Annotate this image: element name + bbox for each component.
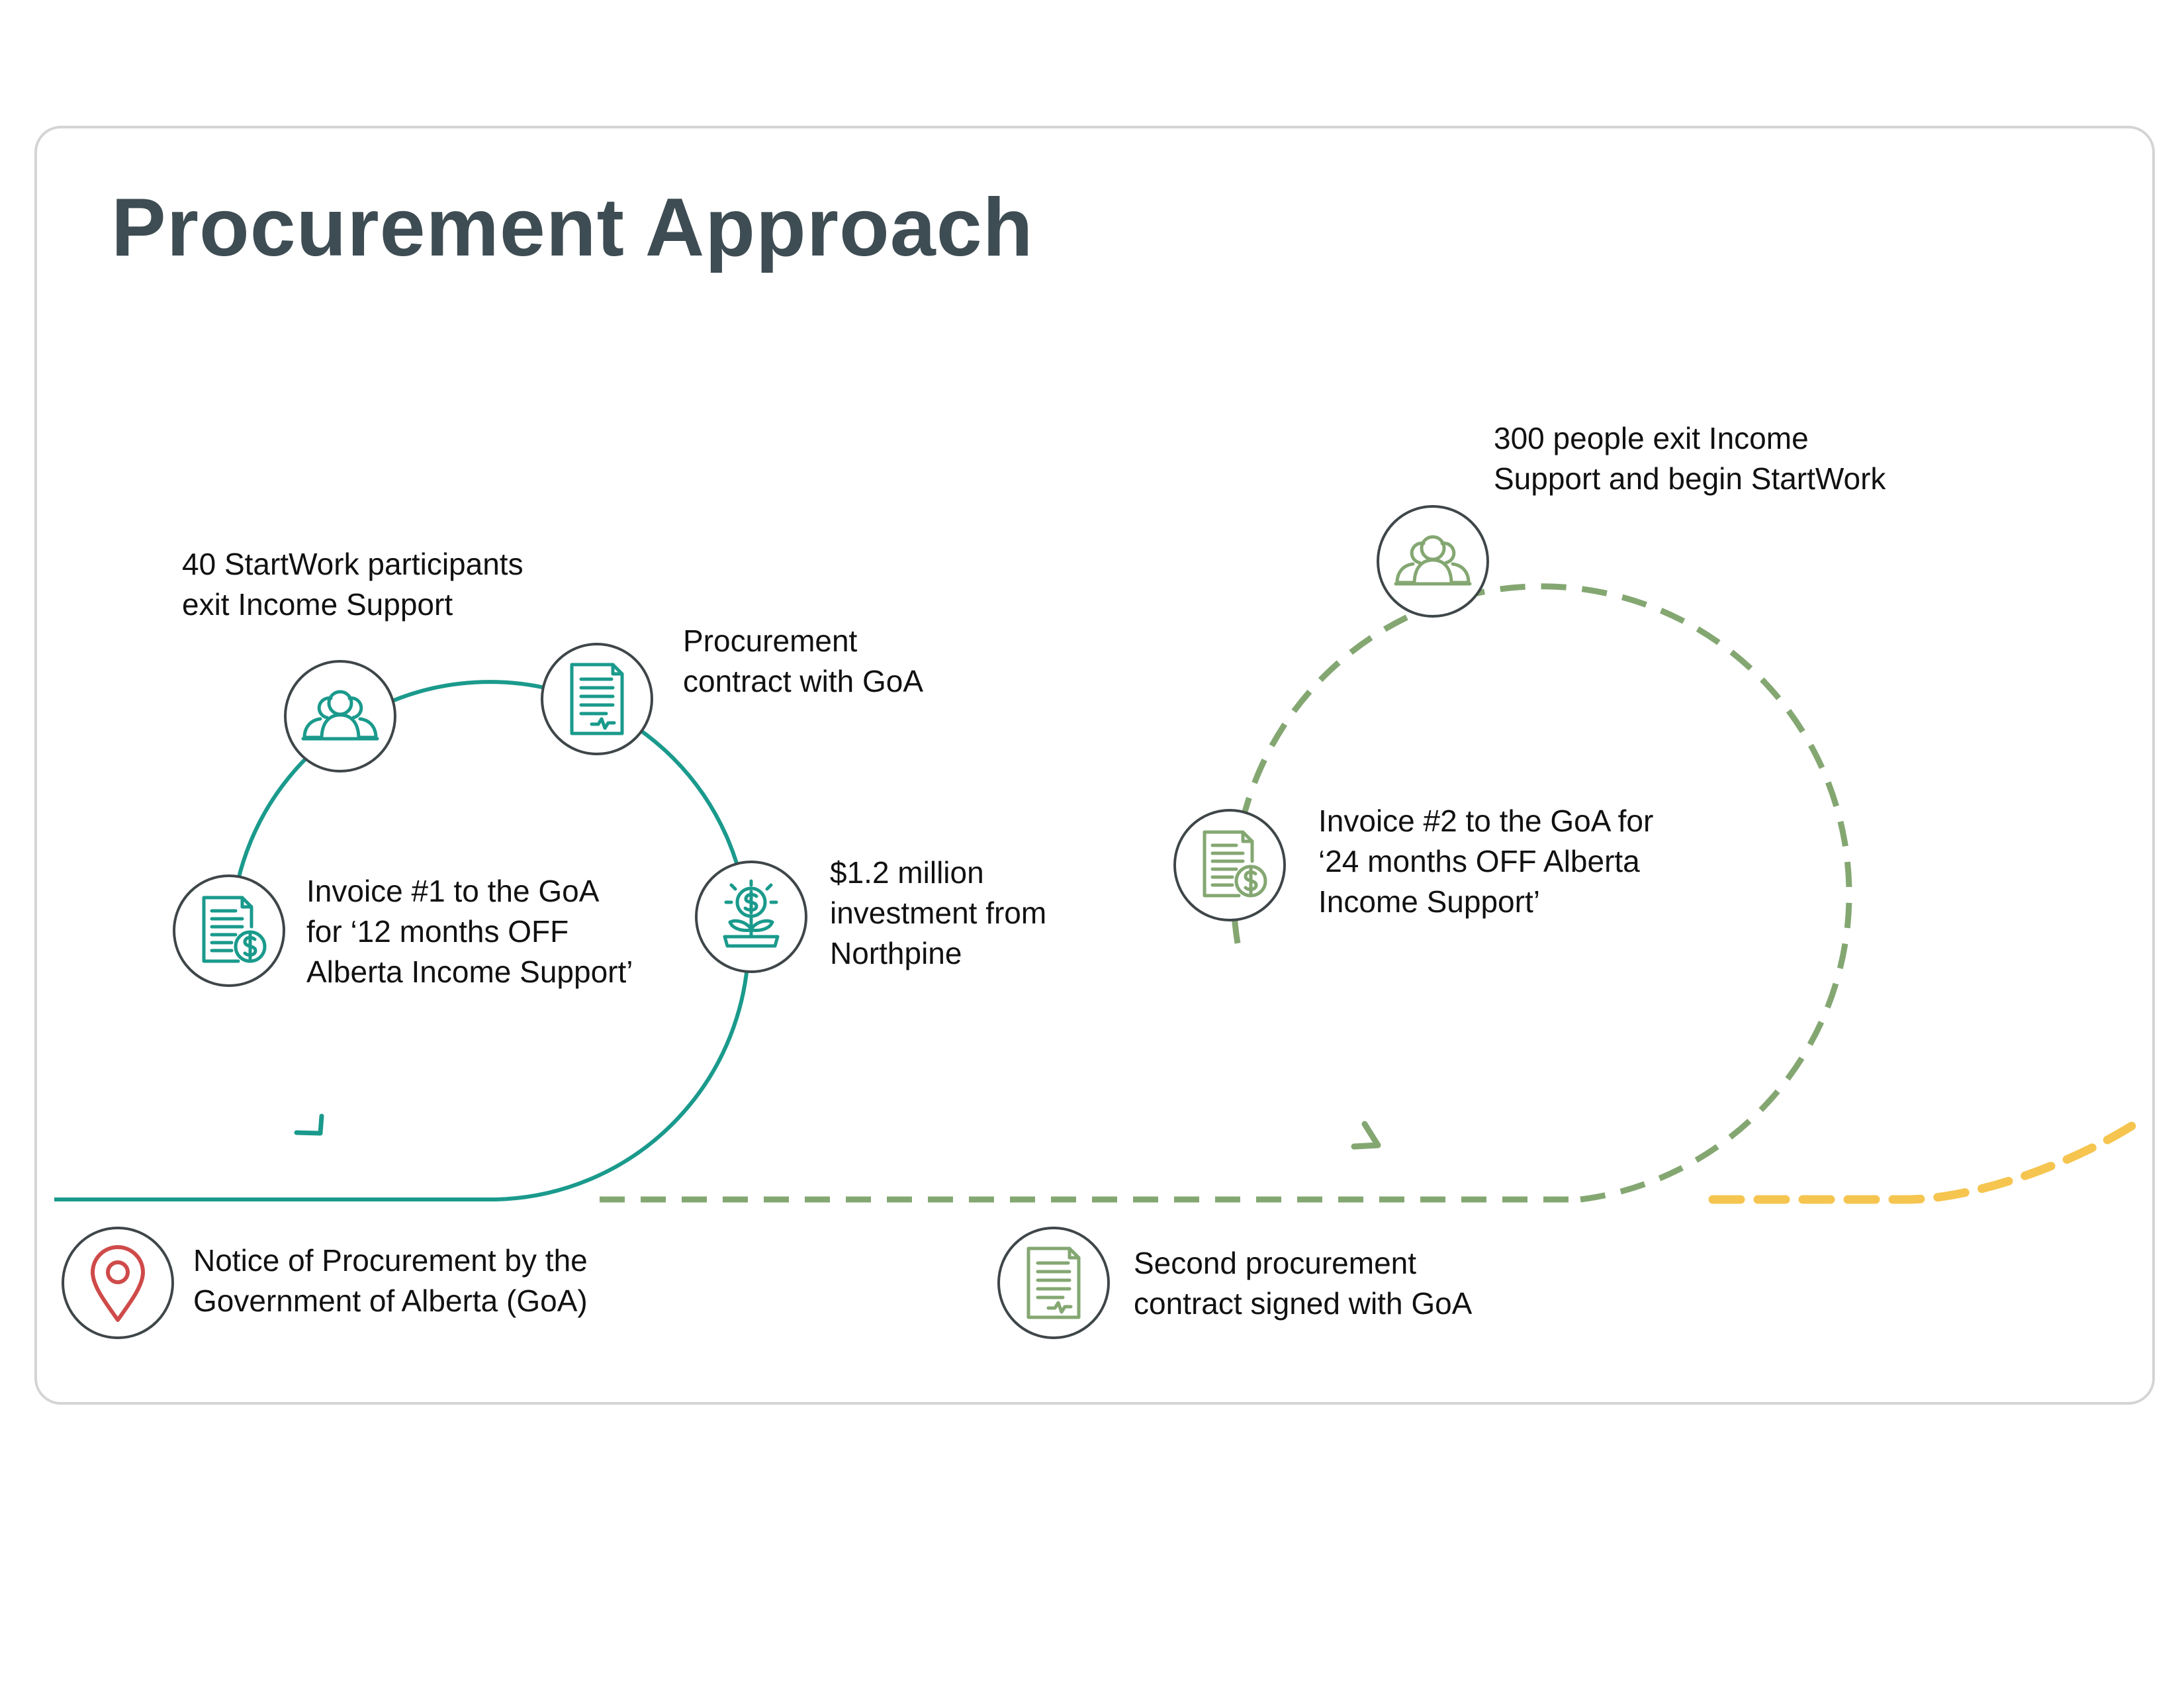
label-line: Support and begin StartWork bbox=[1494, 461, 1886, 496]
invoice-2-node bbox=[1173, 809, 1286, 921]
second-loop-arrowhead bbox=[1351, 1121, 1381, 1150]
label-line: Invoice #2 to the GoA for bbox=[1318, 804, 1654, 838]
label-line: exit Income Support bbox=[182, 587, 453, 622]
page-title: Procurement Approach bbox=[111, 182, 1034, 273]
invoice-2-label: Invoice #2 to the GoA for ‘24 months OFF… bbox=[1318, 801, 1653, 922]
label-line: 300 people exit Income bbox=[1494, 421, 1809, 455]
label-line: Income Support’ bbox=[1318, 884, 1540, 919]
investment-node bbox=[695, 861, 807, 973]
participants-exit-label: 40 StartWork participants exit Income Su… bbox=[182, 544, 523, 625]
first-loop-arrowhead bbox=[294, 1113, 324, 1136]
diagram-card bbox=[34, 126, 2155, 1405]
first-contract-loop bbox=[228, 680, 751, 1201]
notice-label: Notice of Procurement by the Government … bbox=[193, 1241, 588, 1321]
people-exit-300-label: 300 people exit Income Support and begin… bbox=[1494, 418, 1886, 499]
invoice-1-label: Invoice #1 to the GoA for ‘12 months OFF… bbox=[306, 871, 633, 992]
label-line: Government of Alberta (GoA) bbox=[193, 1284, 588, 1318]
second-contract-label: Second procurement contract signed with … bbox=[1134, 1243, 1472, 1324]
label-line: Invoice #1 to the GoA bbox=[306, 874, 600, 908]
label-line: contract signed with GoA bbox=[1134, 1286, 1473, 1321]
second-contract-node bbox=[997, 1227, 1110, 1339]
label-line: contract with GoA bbox=[683, 664, 924, 698]
people-exit-300-node bbox=[1377, 505, 1489, 618]
procurement-contract-node bbox=[541, 643, 653, 755]
investment-label: $1.2 million investment from Northpine bbox=[830, 853, 1046, 974]
label-line: Northpine bbox=[830, 936, 962, 970]
participants-exit-node bbox=[284, 660, 396, 773]
label-line: $1.2 million bbox=[830, 855, 984, 890]
procurement-contract-label: Procurement contract with GoA bbox=[683, 621, 923, 702]
invoice-1-node bbox=[173, 874, 285, 987]
label-line: Notice of Procurement by the bbox=[193, 1243, 588, 1278]
label-line: Procurement bbox=[683, 624, 858, 658]
label-line: 40 StartWork participants bbox=[182, 547, 523, 581]
label-line: Second procurement bbox=[1134, 1246, 1417, 1280]
future-timeline-line bbox=[1708, 1117, 2144, 1204]
label-line: ‘24 months OFF Alberta bbox=[1318, 844, 1640, 878]
label-line: Alberta Income Support’ bbox=[306, 955, 633, 989]
label-line: for ‘12 months OFF bbox=[306, 914, 569, 949]
notice-node bbox=[62, 1227, 174, 1339]
label-line: investment from bbox=[830, 896, 1047, 930]
